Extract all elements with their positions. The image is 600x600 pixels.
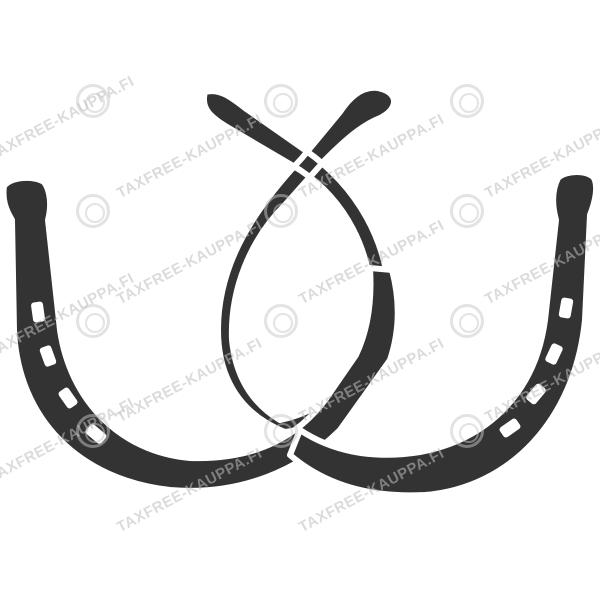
- nail-hole: [526, 383, 546, 405]
- nail-hole: [85, 424, 107, 444]
- right-horseshoe: [287, 169, 600, 499]
- nail-hole: [545, 343, 563, 365]
- nail-hole: [39, 345, 57, 367]
- nail-hole: [58, 387, 78, 409]
- nail-hole: [252, 273, 267, 293]
- nail-hole: [31, 301, 45, 323]
- right-horseshoe-nail-holes: [499, 297, 574, 438]
- left-horseshoe: [0, 174, 401, 494]
- left-horseshoe-nail-holes: [31, 301, 107, 444]
- nail-hole: [499, 418, 521, 438]
- nail-hole: [267, 231, 284, 251]
- nail-hole: [347, 309, 360, 329]
- tilted-horseshoe-nail-holes: [245, 193, 360, 337]
- nail-hole: [336, 265, 351, 285]
- left-horseshoe-body: [0, 174, 401, 494]
- nail-hole: [558, 297, 574, 319]
- nail-hole: [245, 317, 258, 337]
- right-horseshoe-body: [287, 169, 600, 499]
- nail-hole: [321, 227, 338, 247]
